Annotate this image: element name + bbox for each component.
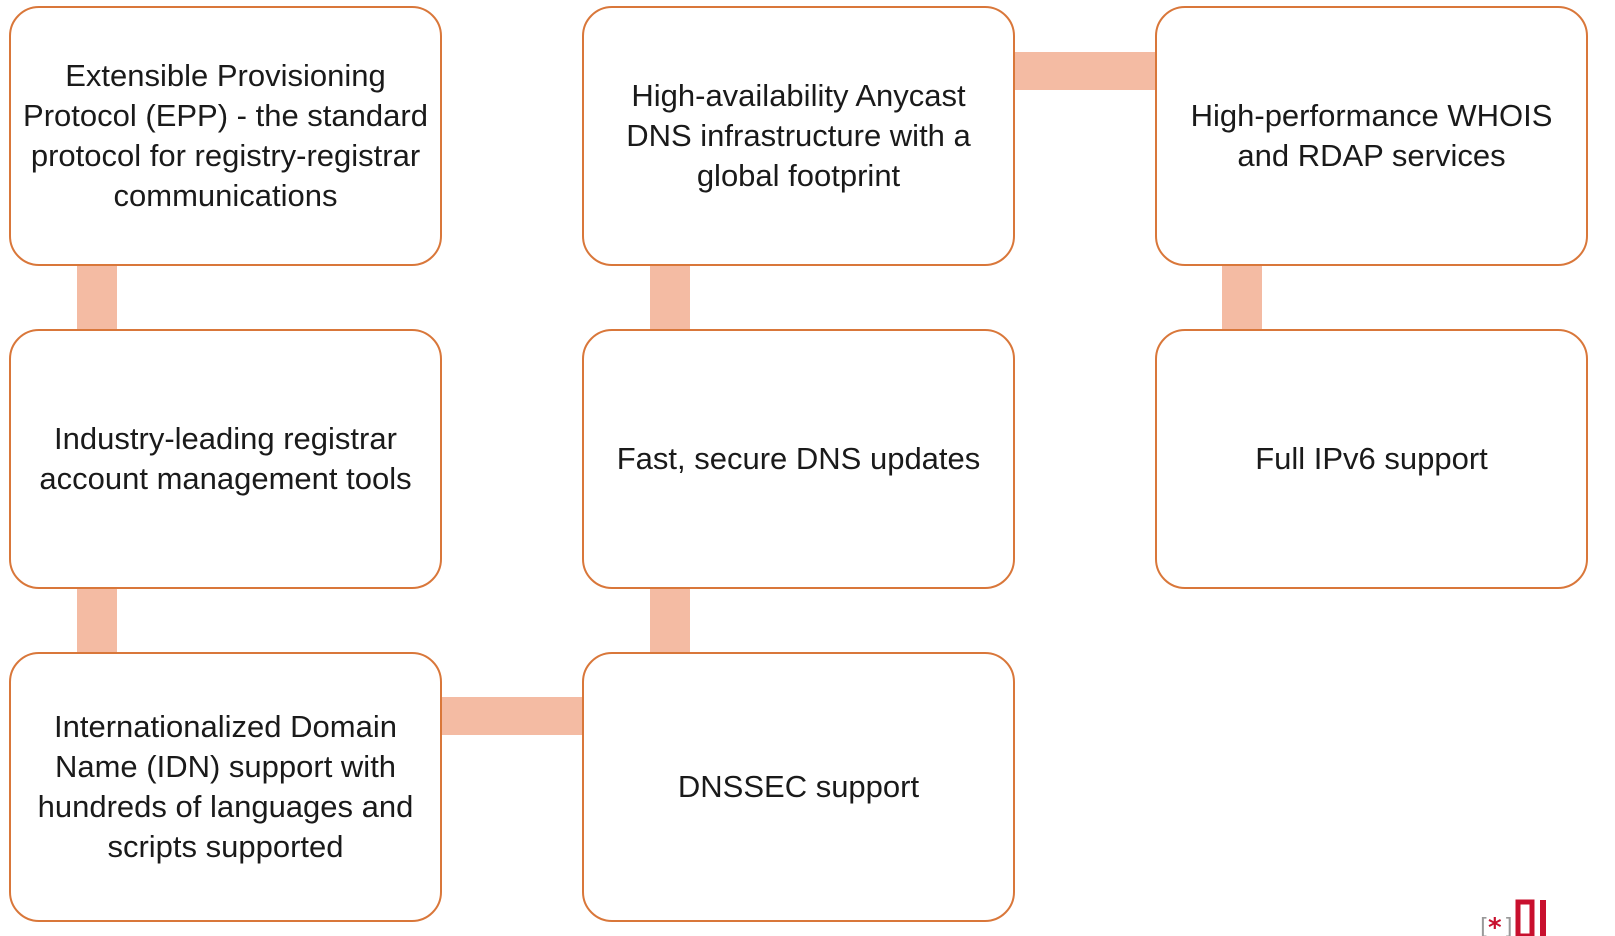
node-anycast-dns: High-availability Anycast DNS infrastruc… <box>582 6 1015 266</box>
node-anycast-dns-label: High-availability Anycast DNS infrastruc… <box>626 78 971 193</box>
node-registrar-tools-label: Industry-leading registrar account manag… <box>39 421 412 496</box>
node-ipv6-support: Full IPv6 support <box>1155 329 1588 589</box>
node-epp: Extensible Provisioning Protocol (EPP) -… <box>9 6 442 266</box>
connector-industry-idn <box>77 588 117 653</box>
node-fast-dns-updates-label: Fast, secure DNS updates <box>616 441 981 476</box>
node-fast-dns-updates: Fast, secure DNS updates <box>582 329 1015 589</box>
connector-whois-ipv6 <box>1222 265 1262 330</box>
connector-idn-dnssec <box>441 697 583 735</box>
node-dnssec-support-label: DNSSEC support <box>677 769 920 804</box>
svg-text:*: * <box>1488 913 1502 936</box>
node-dnssec-support: DNSSEC support <box>582 652 1015 922</box>
svg-text:]: ] <box>1504 915 1513 936</box>
connector-epp-industry <box>77 265 117 330</box>
node-ipv6-support-label: Full IPv6 support <box>1255 441 1488 476</box>
connector-fast-dns-anycast <box>650 265 690 330</box>
node-idn-support: Internationalized Domain Name (IDN) supp… <box>9 652 442 922</box>
brand-logo-icon: [ * ] <box>1480 899 1546 936</box>
node-epp-label: Extensible Provisioning Protocol (EPP) -… <box>23 58 428 213</box>
node-whois-rdap-label: High-performance WHOIS and RDAP services <box>1190 98 1553 173</box>
node-registrar-tools: Industry-leading registrar account manag… <box>9 329 442 589</box>
svg-text:[: [ <box>1480 915 1489 936</box>
connector-anycast-whois <box>1014 52 1156 90</box>
connector-dnssec-fast-dns <box>650 588 690 653</box>
node-idn-support-label: Internationalized Domain Name (IDN) supp… <box>37 709 414 864</box>
node-whois-rdap: High-performance WHOIS and RDAP services <box>1155 6 1588 266</box>
